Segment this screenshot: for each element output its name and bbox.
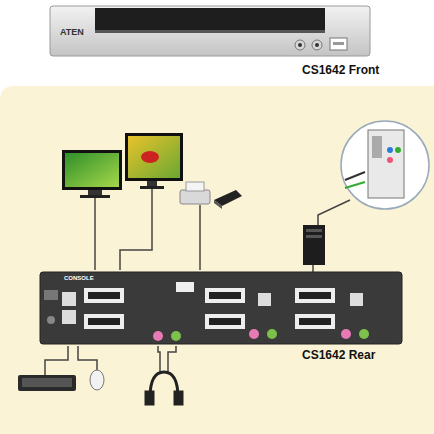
rear-panel [40,272,402,344]
printer [180,182,210,204]
cable [120,188,152,270]
rear-panel [176,282,194,292]
keyboard [22,378,72,387]
headset [175,392,182,404]
computer-inset [341,121,429,209]
cable [312,265,314,272]
monitor [65,153,119,187]
keyboard [18,375,76,391]
rear-panel [299,318,331,325]
cable [158,346,160,372]
cable [318,200,350,225]
rear-panel [171,331,181,341]
rear-panel [258,293,271,306]
background-panel [0,86,434,434]
rear-panel [267,329,277,339]
scanner [214,190,242,209]
rear-panel [299,292,331,299]
rear-panel [84,288,124,303]
scanner [214,200,222,209]
computer-inset [395,147,401,153]
rear-panel [350,293,363,306]
monitor [147,181,157,186]
headset [146,392,153,404]
keyboard [18,375,76,391]
printer [186,182,204,191]
rear-panel [341,329,351,339]
front-unit [330,38,347,50]
rear-panel [47,316,55,324]
mouse [90,370,104,390]
caption-label: CS1642 Rear [302,349,375,362]
front-unit [315,43,319,47]
front-unit [50,6,370,56]
computer-inset [372,136,382,158]
computer-inset [368,130,404,198]
rear-panel [62,292,76,306]
cable [94,198,96,270]
monitor [128,136,180,178]
rear-panel [44,290,58,300]
cable [45,346,68,375]
caption-label: CS1642 Front [302,64,379,77]
port-label: CONSOLE [64,275,94,282]
computer-inset [387,147,393,153]
rear-panel [359,329,369,339]
rear-panel [295,314,335,329]
rear-panel [84,314,124,329]
front-unit [295,40,305,50]
computer [306,229,322,232]
monitor [140,186,164,189]
monitor [80,195,110,198]
printer [180,190,210,204]
rear-panel [205,288,245,303]
front-unit [298,43,302,47]
rear-panel [209,292,241,299]
computer [303,225,325,265]
rear-panel [62,310,76,324]
monitor [62,150,122,190]
rear-panel [88,292,120,299]
monitor [125,133,183,189]
front-unit [312,40,322,50]
front-unit [95,30,325,33]
computer-inset [341,121,429,209]
rear-panel [88,318,120,325]
rear-panel [153,331,163,341]
cable [78,346,97,372]
rear-panel [205,314,245,329]
rear-panel [295,288,335,303]
computer-inset [387,157,393,163]
monitor [141,151,159,163]
mouse [90,370,104,390]
front-unit [95,8,325,30]
monitor [88,190,102,195]
computer-inset [345,172,365,180]
cable [168,346,176,372]
monitor [62,150,122,198]
monitor [125,133,183,181]
front-unit [50,6,370,56]
computer [306,235,322,238]
rear-panel [249,329,259,339]
computer [303,225,325,265]
rear-panel [40,272,402,344]
front-unit [333,42,344,45]
brand-logo: ATEN [60,28,84,38]
rear-panel [209,318,241,325]
cable [199,205,201,270]
computer-inset [345,182,365,188]
headset [146,372,182,404]
